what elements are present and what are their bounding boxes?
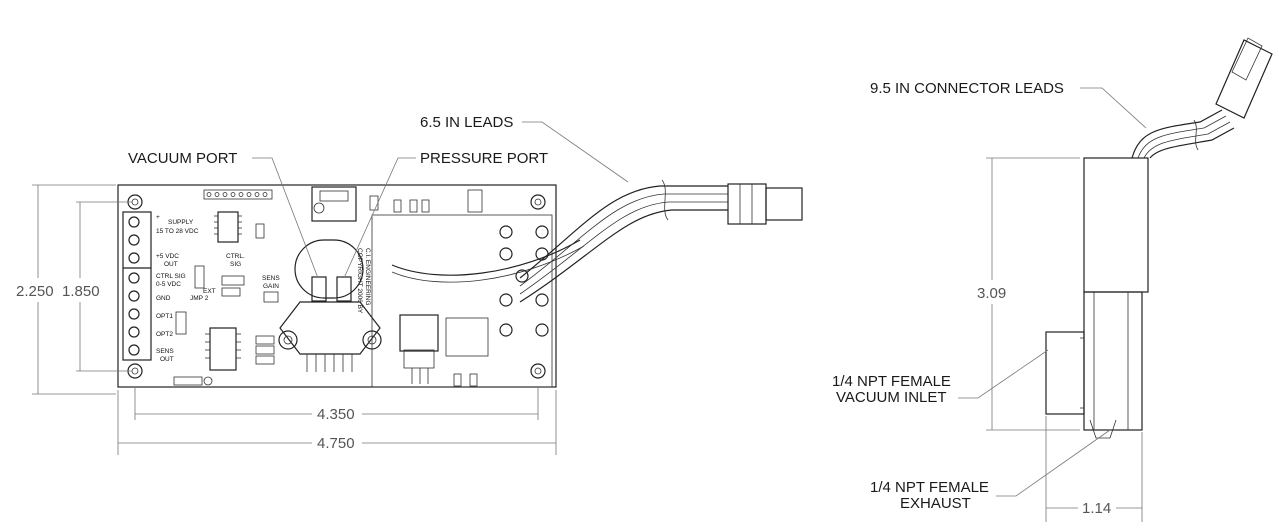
valve-inset	[371, 214, 553, 388]
lead-wires	[519, 179, 728, 303]
silk-ctrl-range: 0-5 VDC	[156, 281, 181, 288]
silk-out: OUT	[164, 261, 178, 268]
dim-board-height-outer: 2.250	[16, 283, 54, 300]
small-components	[173, 223, 279, 386]
silk-gain: GAIN	[263, 283, 279, 290]
side-valve-body	[1083, 291, 1143, 431]
mounting-holes	[127, 194, 546, 379]
silk-opt2: OPT2	[156, 331, 173, 338]
silkscreen-labels: + SUPPLY 15 TO 28 VDC +5 VDC OUT CTRL SI…	[156, 214, 371, 363]
callout-vacuum-port: VACUUM PORT	[128, 150, 319, 279]
silk-company: C.I. ENGINEERING	[364, 248, 371, 305]
dimension-width: 4.350 4.750	[117, 388, 557, 455]
leads-label: 6.5 IN LEADS	[420, 114, 513, 131]
silk-ctrl: CTRL.	[226, 253, 245, 260]
dimension-side-width: 1.14	[1045, 416, 1143, 522]
side-lead-wires	[1131, 109, 1235, 159]
silk-supply: SUPPLY	[168, 219, 194, 226]
side-connector	[1215, 37, 1273, 119]
silk-sens: SENS	[156, 348, 174, 355]
wire-connector	[727, 183, 803, 225]
silk-sens2: SENS	[262, 275, 280, 282]
ic-chips	[205, 211, 242, 371]
side-inlet-port	[1045, 331, 1085, 415]
side-upper-body	[1083, 157, 1149, 293]
silk-sens-out: OUT	[160, 356, 174, 363]
dimension-height: 2.250 1.850	[16, 184, 132, 395]
side-view	[1045, 157, 1149, 439]
pressure-port-label: PRESSURE PORT	[420, 150, 548, 167]
vacuum-inlet-line2: VACUUM INLET	[836, 389, 947, 406]
silk-opt1: OPT1	[156, 313, 173, 320]
dim-board-width-inner: 4.350	[317, 406, 355, 423]
dim-board-width-outer: 4.750	[317, 435, 355, 452]
callout-exhaust: 1/4 NPT FEMALE EXHAUST	[870, 429, 1111, 512]
tubing	[391, 239, 581, 276]
dimension-side-height: 3.09	[977, 157, 1080, 431]
silk-copyright: COPYRIGHT 2006 BY	[356, 248, 363, 314]
exhaust-line1: 1/4 NPT FEMALE	[870, 479, 989, 496]
connector-leads-label: 9.5 IN CONNECTOR LEADS	[870, 80, 1064, 97]
vacuum-inlet-line1: 1/4 NPT FEMALE	[832, 373, 951, 390]
exhaust-line2: EXHAUST	[900, 495, 971, 512]
silk-5vdc: +5 VDC	[156, 253, 179, 260]
callout-vacuum-inlet: 1/4 NPT FEMALE VACUUM INLET	[832, 349, 1049, 406]
pin-header-top	[203, 189, 273, 200]
terminal-block	[122, 211, 152, 361]
callout-connector-leads: 9.5 IN CONNECTOR LEADS	[870, 80, 1147, 129]
silk-supply-range: 15 TO 28 VDC	[156, 228, 199, 235]
silk-plus: +	[156, 214, 160, 221]
regulator-block	[311, 186, 483, 222]
dim-side-height: 3.09	[977, 285, 1006, 302]
silk-jmp: JMP 2	[190, 295, 209, 302]
silk-sig: SIG	[230, 261, 241, 268]
dim-side-width: 1.14	[1082, 500, 1111, 517]
circuit-board: + SUPPLY 15 TO 28 VDC +5 VDC OUT CTRL SI…	[117, 184, 585, 388]
board-outline	[117, 184, 557, 388]
silk-ext: EXT	[203, 288, 216, 295]
dim-board-height-inner: 1.850	[62, 283, 100, 300]
silk-gnd: GND	[156, 295, 171, 302]
callout-pressure-port: PRESSURE PORT	[343, 150, 548, 279]
vacuum-port-label: VACUUM PORT	[128, 150, 237, 167]
callout-leads: 6.5 IN LEADS	[420, 114, 629, 183]
silk-ctrl-sig: CTRL SIG	[156, 273, 186, 280]
